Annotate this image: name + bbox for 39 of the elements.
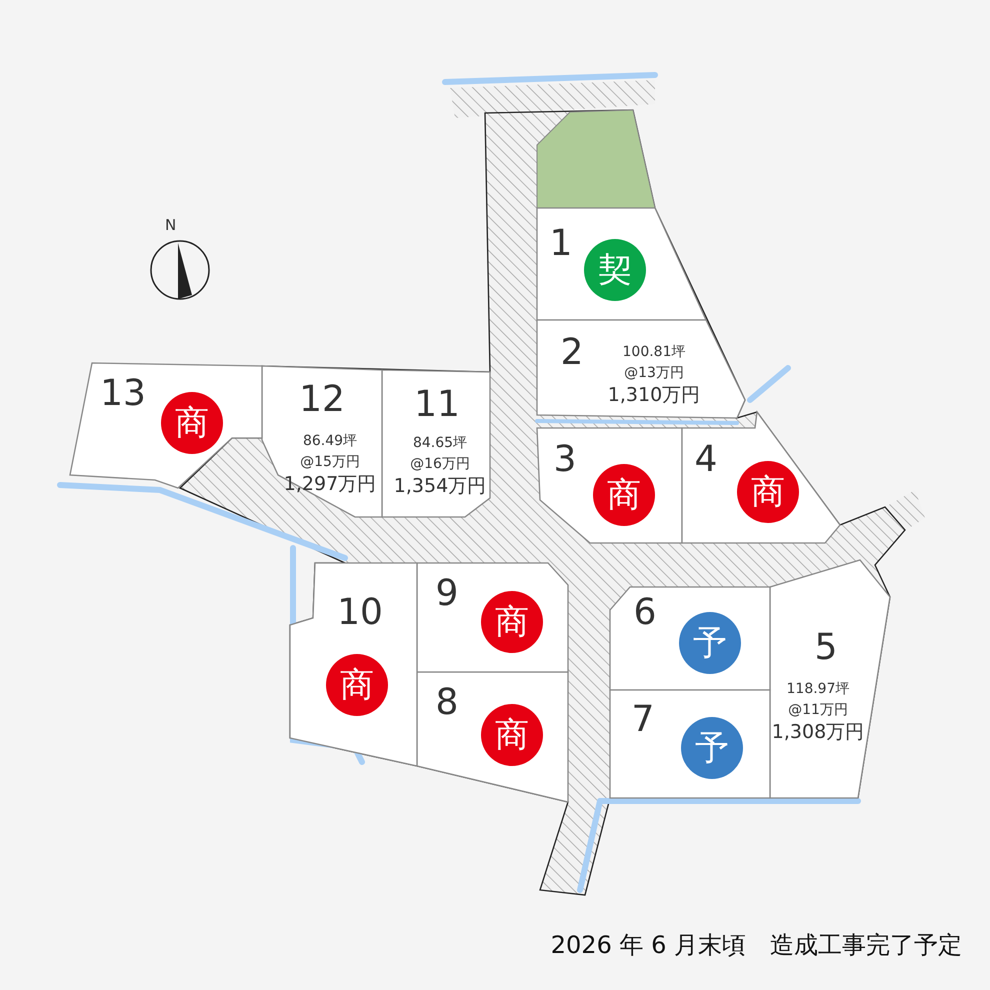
lot-number: 12 (299, 382, 345, 418)
lot-number: 6 (634, 595, 656, 631)
lot-number: 3 (554, 442, 576, 478)
lot-parcel (382, 370, 490, 517)
lot-area: 84.65坪 (412, 436, 468, 450)
lot-price: 1,310万円 (608, 386, 700, 404)
lot-number: 1 (550, 226, 572, 262)
unit-price: @16万円 (410, 457, 470, 471)
lot-number: 7 (632, 702, 654, 738)
lot-price: 1,354万円 (394, 476, 486, 496)
lot-parcel (537, 208, 706, 320)
lot-parcel (682, 412, 840, 543)
lot-parcel (262, 366, 382, 517)
lot-number: 4 (694, 442, 718, 478)
lot-parcel (290, 563, 417, 766)
lot-area: 118.97坪 (786, 682, 850, 696)
lot-parcel (417, 672, 568, 802)
lot-parcel (537, 320, 745, 418)
lot-number: 2 (560, 335, 584, 371)
lot-parcel (610, 587, 770, 690)
lot-number: 13 (100, 376, 146, 412)
lot-parcel (417, 563, 568, 672)
lot-number: 10 (337, 595, 383, 631)
lot-area: 86.49坪 (302, 434, 358, 448)
lot-parcel (770, 560, 890, 798)
lot-number: 9 (436, 576, 458, 612)
unit-price: @11万円 (788, 703, 848, 717)
lot-number: 11 (414, 387, 460, 423)
lot-area: 100.81坪 (622, 345, 686, 359)
lot-price: 1,308万円 (772, 722, 864, 742)
lot-number: 5 (814, 630, 838, 666)
lot-parcel (610, 690, 770, 798)
unit-price: @15万円 (300, 455, 360, 469)
lot-parcel (537, 428, 682, 543)
unit-price: @13万円 (624, 366, 684, 380)
lot-number: 8 (436, 685, 458, 721)
completion-note: 2026 年 6 月末頃 造成工事完了予定 (550, 933, 962, 957)
north-letter: N (165, 218, 176, 233)
lot-parcel (70, 363, 262, 488)
